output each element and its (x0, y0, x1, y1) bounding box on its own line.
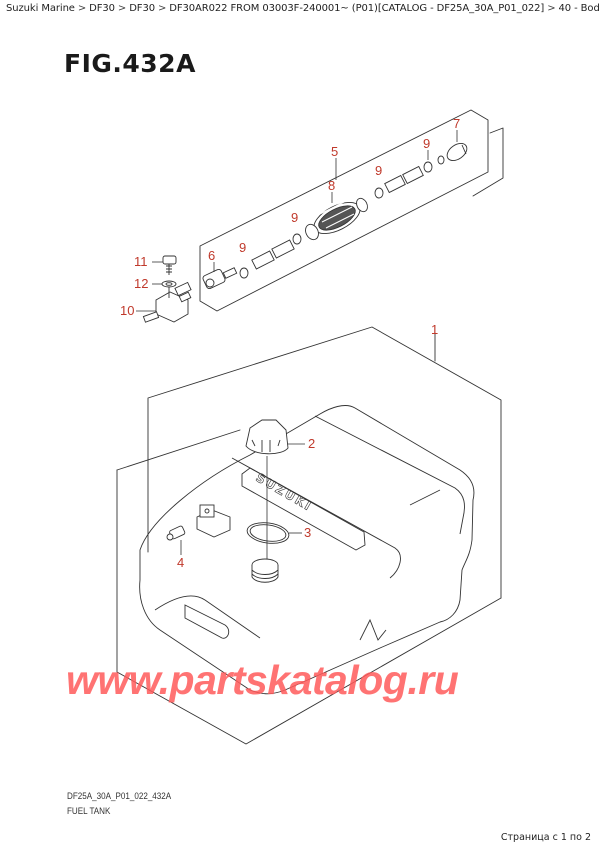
fuel-line-kit-outline (199, 109, 489, 312)
callout-12[interactable]: 12 (134, 276, 148, 291)
breadcrumb-separator: > (77, 3, 87, 14)
primer-bulb-8 (305, 197, 368, 241)
fuel-hose-segments (251, 165, 424, 270)
filler-neck (251, 558, 279, 583)
callout-9[interactable]: 9 (291, 210, 298, 225)
callout-2[interactable]: 2 (308, 436, 315, 451)
callout-9[interactable]: 9 (239, 240, 246, 255)
callout-3[interactable]: 3 (304, 525, 311, 540)
callout-6[interactable]: 6 (208, 248, 215, 263)
breadcrumb: Suzuki Marine>DF30>DF30>DF30AR022 FROM 0… (6, 3, 600, 14)
fuel-connector-6 (202, 267, 238, 290)
breadcrumb-item-df30-model[interactable]: DF30 (129, 3, 155, 14)
callout-5[interactable]: 5 (331, 144, 338, 159)
fuel-joint-10 (142, 281, 192, 323)
tank-logo-text: SUZUKI (254, 470, 315, 513)
callout-11[interactable]: 11 (134, 254, 148, 269)
callout-9[interactable]: 9 (423, 136, 430, 151)
callout-10[interactable]: 10 (120, 303, 134, 318)
callout-9[interactable]: 9 (375, 163, 382, 178)
hose-clamp-9 (239, 161, 433, 279)
watermark: www.partskatalog.ru (66, 657, 459, 703)
fuel-cap-2 (245, 419, 289, 562)
breadcrumb-item-df30[interactable]: DF30 (89, 3, 115, 14)
bolt-11 (162, 255, 177, 275)
breadcrumb-separator: > (547, 3, 556, 14)
callout-7[interactable]: 7 (453, 116, 460, 131)
fuel-tank-body (139, 405, 475, 695)
callout-1[interactable]: 1 (431, 322, 438, 337)
figure-title: FIG.432A (64, 49, 196, 78)
figure-code: DF25A_30A_P01_022_432A (67, 791, 172, 802)
figure-name: FUEL TANK (67, 806, 111, 817)
fuel-connector-7 (437, 143, 468, 165)
o-ring-3 (246, 522, 290, 544)
fuel-fitting-4 (166, 504, 231, 541)
fuel-tank-outline (147, 326, 502, 599)
breadcrumb-item-body[interactable]: 40 - Body (558, 3, 600, 14)
breadcrumb-item-suzuki-marine[interactable]: Suzuki Marine (6, 3, 75, 14)
breadcrumb-separator: > (157, 3, 167, 14)
page-indicator: Страница с 1 по 2 (500, 832, 591, 843)
callout-8[interactable]: 8 (328, 178, 335, 193)
breadcrumb-separator: > (117, 3, 127, 14)
breadcrumb-item-catalog[interactable]: DF30AR022 FROM 03003F-240001~ (P01)[CATA… (169, 3, 545, 14)
callout-4[interactable]: 4 (177, 555, 184, 570)
